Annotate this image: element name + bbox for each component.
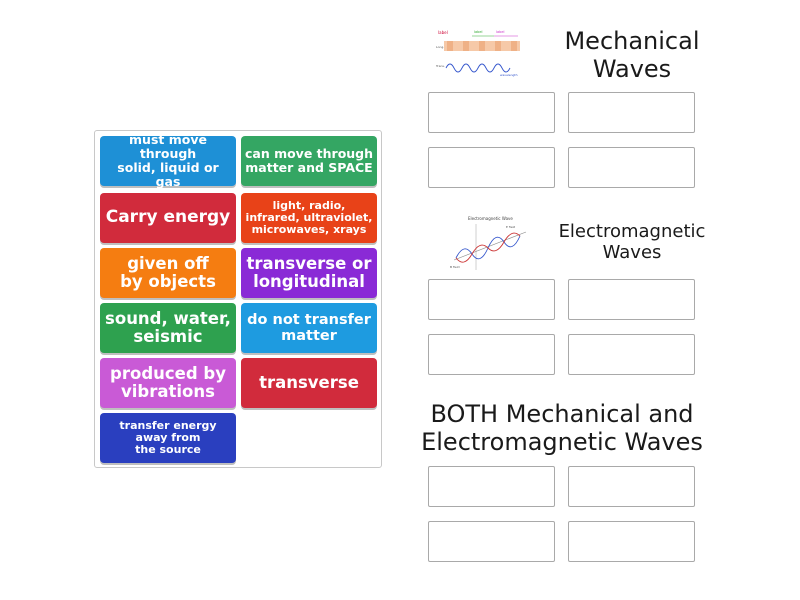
card-can-move-through-space[interactable]: can move through matter and SPACE [241,136,377,186]
group-title-mechanical: Mechanical Waves [564,27,700,83]
card-given-off[interactable]: given off by objects [100,248,236,298]
svg-text:label: label [496,30,504,34]
drop-slot-both-1[interactable] [428,466,555,507]
drop-slot-both-2[interactable] [568,466,695,507]
drop-slot-mechanical-1[interactable] [428,92,555,133]
drop-slot-em-3[interactable] [428,334,555,375]
group-title-both: BOTH Mechanical and Electromagnetic Wave… [421,400,703,456]
group-title-electromagnetic: Electromagnetic Waves [558,221,706,263]
card-light-radio[interactable]: light, radio, infrared, ultraviolet, mic… [241,193,377,243]
svg-text:B field: B field [450,265,460,269]
electromagnetic-wave-image: Electromagnetic Wave E field B field [446,214,532,272]
drop-slot-both-3[interactable] [428,521,555,562]
svg-text:Trans.: Trans. [435,64,445,68]
drop-slot-mechanical-4[interactable] [568,147,695,188]
drop-slot-both-4[interactable] [568,521,695,562]
svg-text:E field: E field [506,225,515,229]
svg-text:label: label [438,30,448,35]
drop-slot-em-2[interactable] [568,279,695,320]
card-transverse-or-longitudinal[interactable]: transverse or longitudinal [241,248,377,298]
drop-slot-em-1[interactable] [428,279,555,320]
drop-slot-em-4[interactable] [568,334,695,375]
card-transverse[interactable]: transverse [241,358,377,408]
svg-text:Long.: Long. [436,45,444,49]
svg-text:wavelength: wavelength [500,73,518,77]
drop-slot-mechanical-3[interactable] [428,147,555,188]
em-image-caption: Electromagnetic Wave [468,216,513,221]
card-produced-by-vibrations[interactable]: produced by vibrations [100,358,236,408]
card-do-not-transfer-matter[interactable]: do not transfer matter [241,303,377,353]
card-sound-water-seismic[interactable]: sound, water, seismic [100,303,236,353]
card-must-move-through[interactable]: must move through solid, liquid or gas [100,133,236,189]
card-carry-energy[interactable]: Carry energy [100,193,236,243]
mechanical-wave-image: label label label Long. Trans. wavelengt… [434,28,530,80]
card-bank: must move through solid, liquid or gas c… [94,130,382,468]
svg-text:label: label [474,30,482,34]
drop-slot-mechanical-2[interactable] [568,92,695,133]
card-transfer-energy[interactable]: transfer energy away from the source [100,413,236,463]
